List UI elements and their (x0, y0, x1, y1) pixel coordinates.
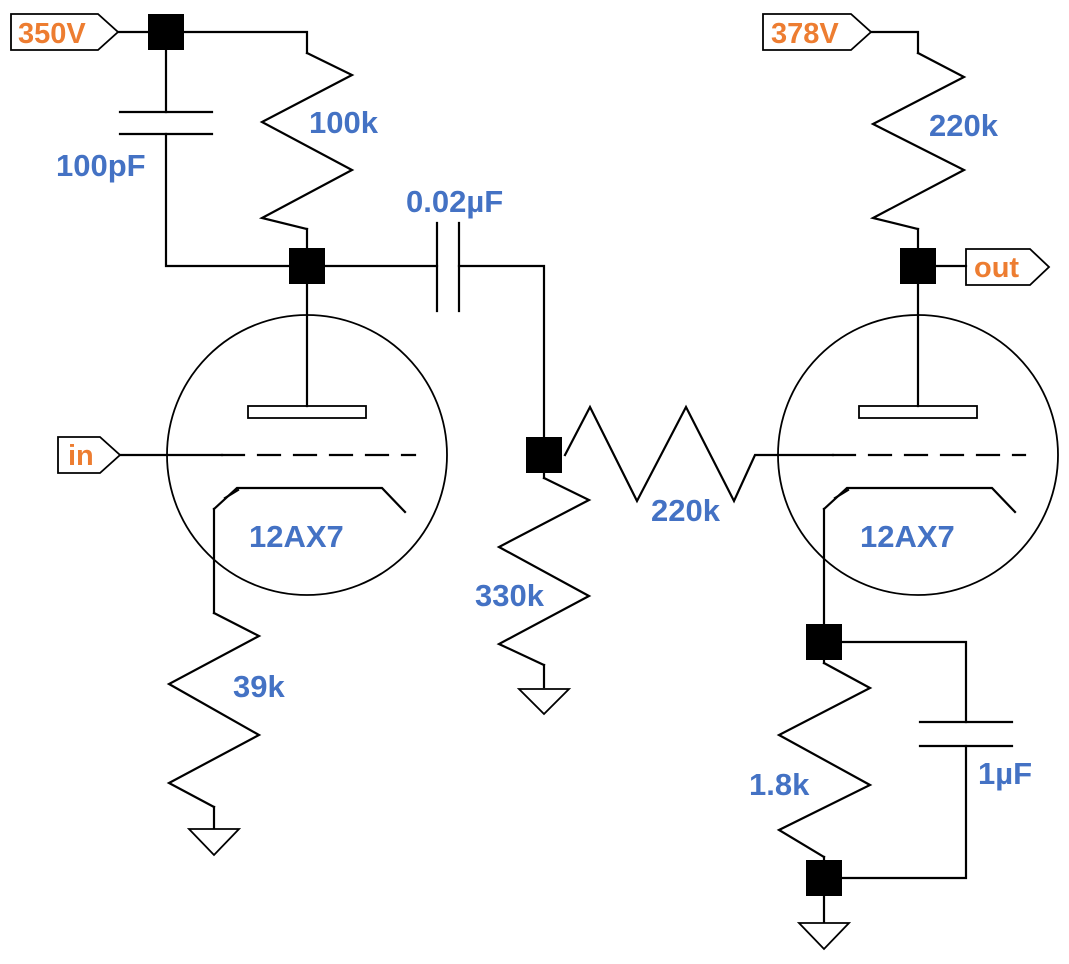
resistor-220k-grid-label: 220k (651, 493, 721, 528)
tube-1-12ax7 (166, 314, 448, 596)
tube-1-label: 12AX7 (249, 519, 344, 554)
supply-port-350v: 350V (10, 13, 120, 51)
resistor-220k-plate (869, 51, 967, 231)
resistor-220k-plate-label: 220k (929, 108, 999, 143)
resistor-220k-grid (563, 404, 835, 504)
output-port-label: out (974, 252, 1019, 284)
supply-378v-label: 378V (771, 18, 839, 50)
junction-nodes (148, 14, 936, 896)
input-port: in (57, 436, 122, 474)
capacitor-100pf (118, 110, 214, 136)
capacitor-1uf-label: 1µF (978, 756, 1032, 791)
capacitor-100pf-label: 100pF (56, 148, 146, 183)
resistor-330k-label: 330k (475, 578, 545, 613)
ground-symbol-1 (186, 828, 242, 857)
ground-symbol-3 (796, 922, 852, 951)
node-cathode-2 (806, 624, 842, 660)
output-port: out (965, 248, 1051, 286)
resistor-1-8k-label: 1.8k (749, 767, 810, 802)
resistor-100k-label: 100k (309, 105, 379, 140)
ground-symbol-2 (516, 688, 572, 716)
node-plate-1 (289, 248, 325, 284)
supply-350v-label: 350V (18, 18, 86, 50)
capacitor-coupling (435, 221, 461, 313)
stage-1-wiring (116, 30, 546, 830)
resistor-330k (496, 476, 592, 667)
input-port-label: in (68, 440, 94, 472)
resistor-39k (166, 611, 262, 809)
supply-port-378v: 378V (762, 13, 873, 51)
tube-2-12ax7 (777, 314, 1059, 596)
capacitor-coupling-label: 0.02µF (406, 184, 503, 219)
resistor-100k (258, 51, 355, 231)
node-ground-2 (806, 860, 842, 896)
node-grid-2 (526, 437, 562, 473)
capacitor-1uf (918, 720, 1014, 748)
stage-2-wiring (822, 30, 968, 924)
node-350v-supply (148, 14, 184, 50)
resistor-39k-label: 39k (233, 669, 285, 704)
node-plate-2 (900, 248, 936, 284)
resistor-1-8k (776, 661, 873, 859)
tube-2-label: 12AX7 (860, 519, 955, 554)
